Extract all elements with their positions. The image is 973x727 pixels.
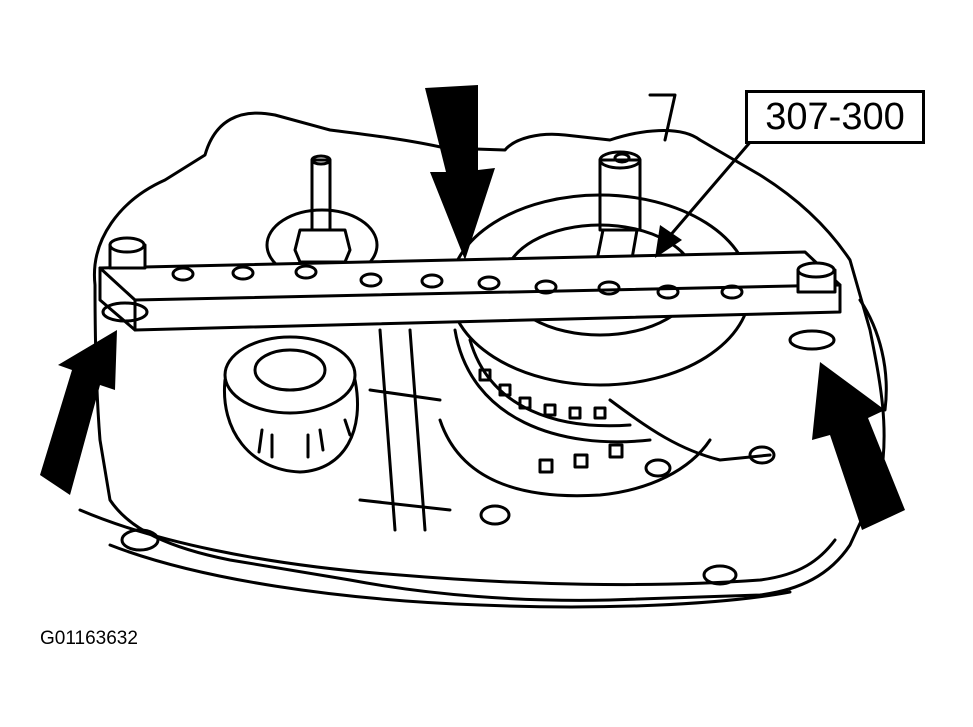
case-right-edge — [858, 298, 888, 412]
fixture-foot-left — [101, 236, 149, 323]
bearing-outer — [223, 335, 357, 415]
fixture-bar — [98, 250, 842, 332]
figure-id: G01163632 — [40, 628, 138, 649]
shaft-top — [598, 150, 642, 170]
boss-lower-right — [702, 564, 738, 586]
locator-pin-left — [644, 458, 672, 478]
fixture-foot-right — [788, 261, 837, 351]
leader-arrowhead — [655, 225, 682, 258]
shaft-bore — [613, 152, 631, 164]
boss-lower-mid — [479, 504, 511, 526]
center-web — [358, 328, 452, 532]
case-lower-rim — [108, 543, 792, 609]
case-outline — [92, 111, 886, 602]
arrow-top — [425, 85, 495, 260]
bearing-cup-marks — [257, 418, 352, 459]
locator-pin — [748, 445, 776, 465]
bearing-cup — [222, 378, 360, 474]
channel-right — [608, 398, 772, 462]
case-upper-rib — [648, 93, 677, 142]
fixture-bar-holes — [171, 264, 744, 300]
callout-leader — [666, 138, 754, 240]
bearing-inner — [253, 348, 327, 392]
clutch-housing-lower — [438, 418, 712, 498]
bolt-nut — [293, 228, 352, 264]
bolt-stud — [310, 158, 332, 232]
arrow-right — [812, 362, 905, 530]
arrow-left — [40, 330, 117, 495]
clutch-drum-ring — [453, 328, 652, 444]
tool-callout-label: 307-300 — [745, 90, 925, 144]
boss-lower-left — [120, 528, 160, 552]
case-lower-flange — [78, 508, 837, 587]
clutch-drum-teeth — [478, 368, 624, 474]
bolt-stud-top — [310, 154, 332, 166]
